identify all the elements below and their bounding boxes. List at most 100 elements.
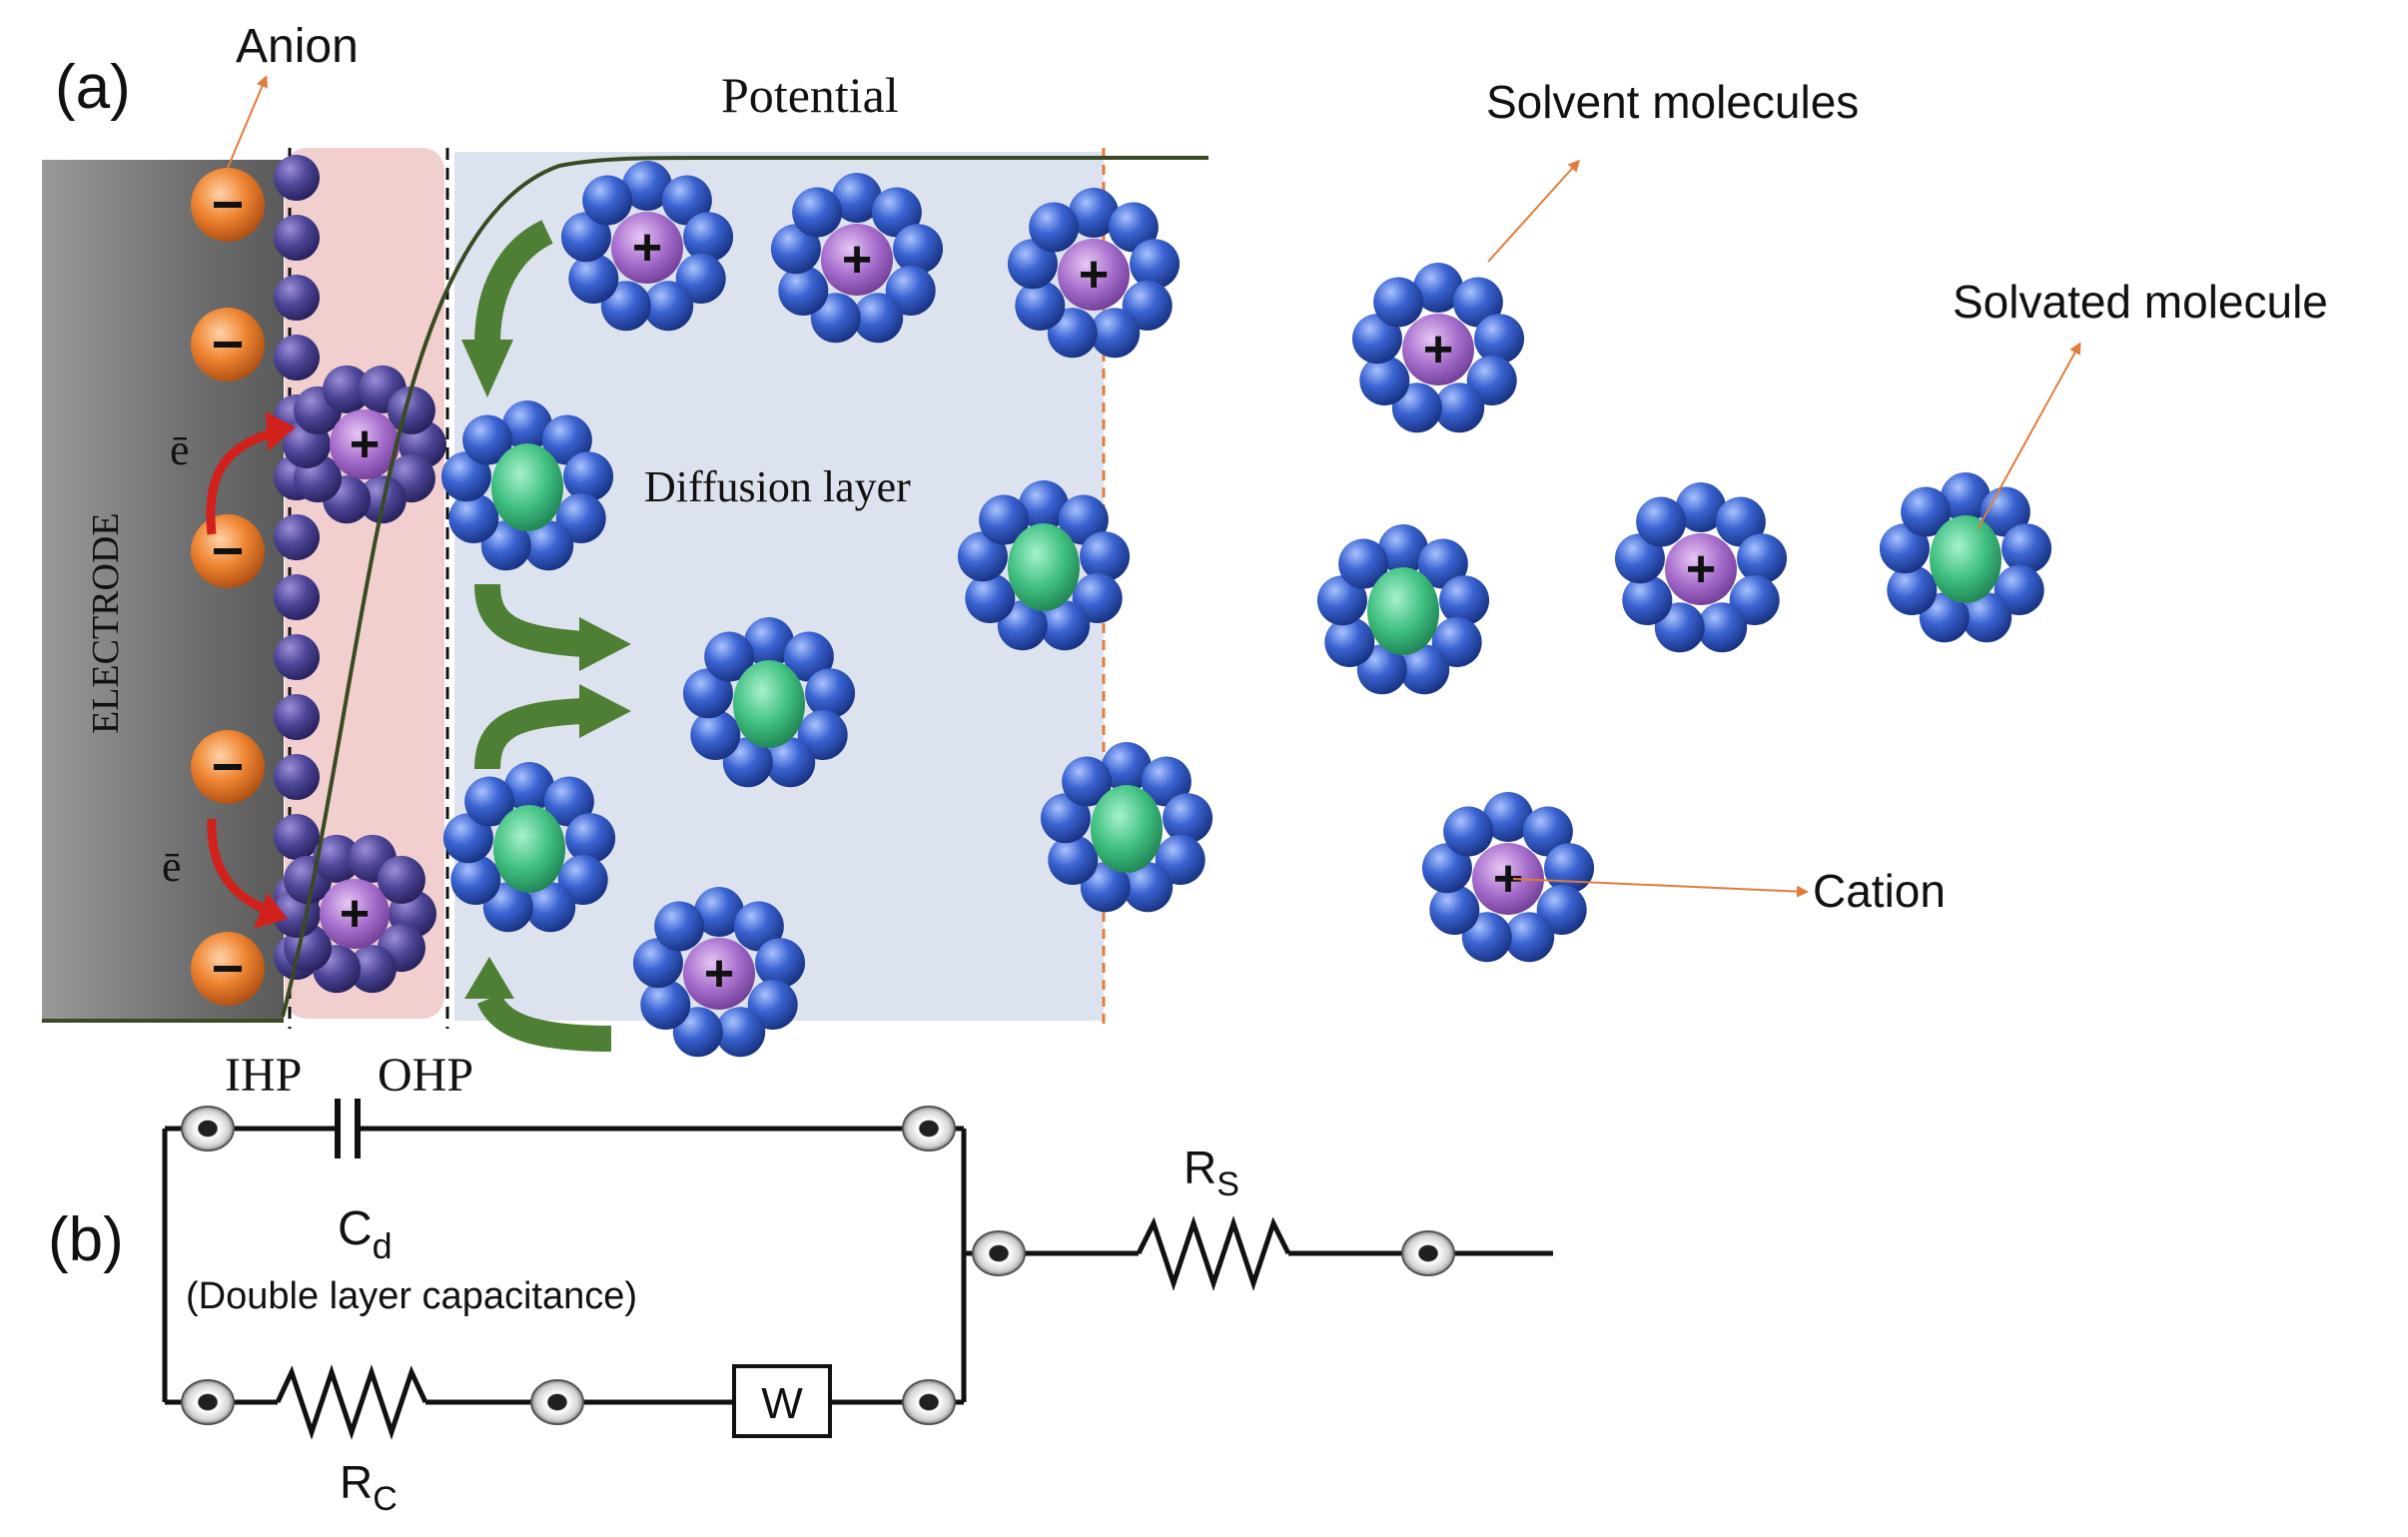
anion [191, 168, 265, 242]
solvent-molecule [1417, 538, 1468, 589]
solvent-molecule [715, 1007, 766, 1058]
electrode [42, 160, 284, 1021]
solvent-molecule [448, 493, 499, 543]
solvent-molecule [1483, 792, 1533, 842]
neutral-cluster [440, 400, 614, 571]
neutral-cluster [957, 480, 1131, 651]
circuit-terminal [972, 1230, 1026, 1276]
electron-arrow-upper [206, 426, 280, 535]
solvent-molecule [783, 631, 834, 682]
solvent-molecule [1141, 756, 1192, 807]
solvent-molecule [1102, 742, 1152, 792]
solvent-molecule [1522, 806, 1573, 857]
w-label: W [761, 1379, 803, 1428]
circuit-terminal [1401, 1230, 1455, 1276]
ion-clusters: +++++++++ [273, 161, 2052, 1058]
solvent-molecule [563, 451, 614, 502]
potential-curve [281, 156, 1208, 1018]
solvent-molecule [1163, 793, 1213, 844]
solvent-molecule [1980, 486, 2030, 537]
cation-core [683, 938, 755, 1010]
solvent-molecule [1413, 263, 1463, 313]
solvent-molecule [682, 668, 733, 719]
solvent-molecule [462, 414, 513, 465]
solvent-molecule [694, 887, 744, 937]
solvent-molecule [1040, 793, 1091, 844]
solvent-molecule [640, 980, 691, 1030]
solvent-molecule [450, 855, 501, 905]
cd-label: Cd [338, 1202, 393, 1266]
solvent-molecule [565, 813, 616, 864]
neutral-cluster [442, 762, 616, 933]
solvent-molecule [957, 531, 1008, 582]
solvent-molecule [1421, 843, 1472, 894]
solvent-molecule [313, 834, 362, 883]
solvent-molecule [1879, 523, 1930, 574]
solvent-molecule [661, 175, 712, 226]
flow-arrow [464, 957, 612, 1052]
cation-cluster: + [560, 161, 734, 332]
cd-description: (Double layer capacitance) [186, 1275, 637, 1317]
cation-sign: + [1686, 540, 1716, 598]
solvent-molecule [733, 901, 784, 952]
cation-cluster: + [1614, 482, 1788, 653]
solvent-molecule [1434, 383, 1485, 433]
adsorbed-solvent [274, 514, 320, 560]
solvent-molecule [1130, 239, 1181, 290]
solvent-pointer [1487, 159, 1581, 263]
anion [191, 514, 265, 588]
neutral-cluster [1316, 524, 1490, 695]
solvent-molecule [1715, 496, 1766, 547]
neutral-cluster [1040, 742, 1213, 913]
solvent-molecule [1338, 538, 1389, 589]
solvent-molecule [1378, 524, 1428, 574]
cation-sign: + [350, 415, 380, 473]
cation-label: Cation [1813, 865, 1946, 917]
solvent-molecule [1316, 575, 1367, 626]
neutral-cluster [1879, 472, 2052, 643]
anion-sign [214, 202, 242, 208]
solvent-molecule [504, 762, 554, 812]
flow-arrow [474, 583, 631, 671]
solvent-molecule [683, 212, 734, 263]
panel-a-tag: (a) [55, 53, 131, 122]
neutral-core [1367, 567, 1439, 655]
cation-cluster: + [632, 887, 806, 1058]
adsorbed-solvent [274, 754, 320, 800]
solvent-molecule [1887, 565, 1938, 615]
solvent-molecule [1504, 912, 1555, 963]
solvent-molecule [323, 365, 372, 413]
solvent-molecule [1941, 472, 1991, 522]
anion-sign [214, 764, 242, 770]
ihp-label: IHP [225, 1049, 302, 1102]
solvent-molecule [523, 520, 574, 571]
solvent-molecule [1622, 575, 1673, 625]
solvent-molecule [965, 573, 1016, 623]
circuit-terminals [181, 1106, 1455, 1425]
solvent-molecule [541, 414, 592, 465]
electron-arrow-lower [207, 818, 272, 916]
electron-symbol-lower: ē [162, 842, 182, 891]
neutral-core [493, 805, 565, 893]
solvent-molecule [568, 254, 619, 304]
cation-pointer [1512, 878, 1809, 898]
potential-label: Potential [721, 67, 899, 123]
panel-b-tag: (b) [48, 1205, 124, 1274]
anion-pointer [227, 75, 269, 169]
solvent-molecule [1737, 533, 1788, 584]
solvent-molecule [1108, 202, 1159, 253]
solvent-molecule [1544, 843, 1595, 894]
solvent-molecule [704, 631, 755, 682]
solvent-molecules-label: Solvent molecules [1486, 76, 1859, 128]
solvent-molecule [440, 451, 491, 502]
flow-arrows [461, 220, 631, 1052]
anion-sign [214, 548, 242, 554]
flow-arrow [474, 684, 631, 770]
solvent-molecule [643, 281, 694, 332]
solvent-molecule [560, 212, 611, 263]
solvent-molecule [543, 776, 594, 827]
rs-label: RS [1184, 1142, 1239, 1203]
solvent-molecule [464, 776, 515, 827]
electron-symbol-upper: ē [170, 425, 190, 474]
panel-a: +++++++++ (a) Anion Potential Solvent mo… [42, 20, 2328, 1102]
